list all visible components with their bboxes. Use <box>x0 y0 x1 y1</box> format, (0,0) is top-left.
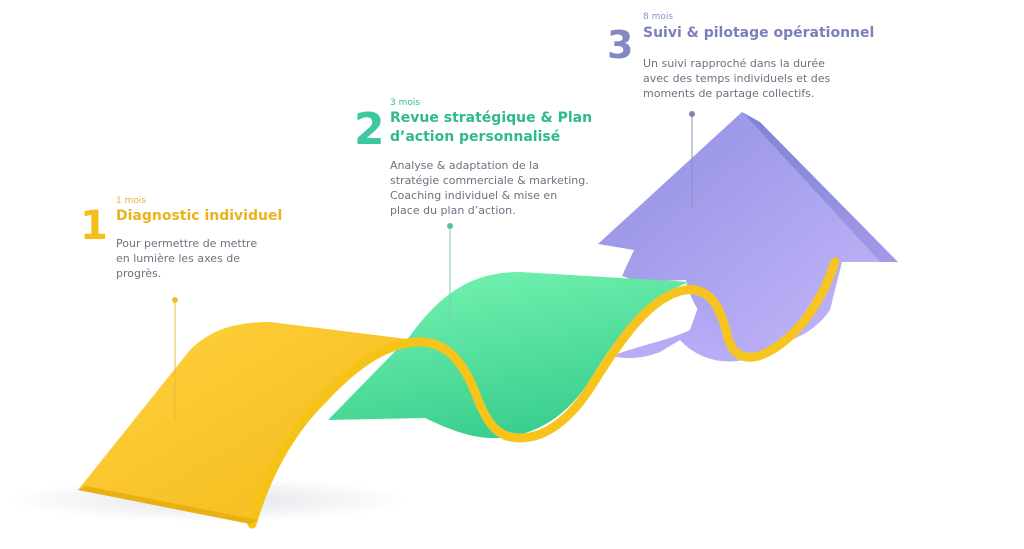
arrow-head <box>598 112 880 345</box>
desc-line: Un suivi rapproché dans la durée <box>643 57 825 70</box>
desc-line: progrès. <box>116 267 162 280</box>
step-duration: 1 mois <box>116 196 147 206</box>
desc-line: place du plan d’action. <box>390 204 516 217</box>
step-number: 2 <box>354 104 385 155</box>
desc-line: Analyse & adaptation de la <box>390 159 539 172</box>
desc-line: Pour permettre de mettre <box>116 237 258 250</box>
desc-line: Coaching individuel & mise en <box>390 189 558 202</box>
step-description: Analyse & adaptation de la stratégie com… <box>390 158 630 218</box>
step-title: Revue stratégique & Plan d’action person… <box>390 109 620 147</box>
ribbon-edge-shade <box>78 486 258 524</box>
step-title: Diagnostic individuel <box>116 208 283 224</box>
arrow-side <box>742 112 898 262</box>
desc-line: avec des temps individuels et des <box>643 72 831 85</box>
title-line: d’action personnalisé <box>390 129 561 145</box>
step-duration: 8 mois <box>643 12 674 22</box>
ribbon-green-panel <box>328 272 690 439</box>
step-title: Suivi & pilotage opérationnel <box>643 25 875 41</box>
desc-line: stratégie commerciale & marketing. <box>390 174 589 187</box>
connector-dot-1 <box>172 297 178 303</box>
connector-dot-3 <box>689 111 695 117</box>
step-number: 1 <box>80 203 108 249</box>
step-description: Pour permettre de mettre en lumière les … <box>116 236 316 281</box>
desc-line: moments de partage collectifs. <box>643 87 815 100</box>
desc-line: en lumière les axes de <box>116 252 241 265</box>
connector-dot-2 <box>447 223 453 229</box>
step-number: 3 <box>607 23 633 67</box>
ribbon-yellow-panel <box>78 322 415 522</box>
title-line: Revue stratégique & Plan <box>390 110 593 126</box>
step-description: Un suivi rapproché dans la durée avec de… <box>643 56 873 101</box>
step-duration: 3 mois <box>390 98 421 108</box>
ribbon-edge <box>247 257 840 529</box>
